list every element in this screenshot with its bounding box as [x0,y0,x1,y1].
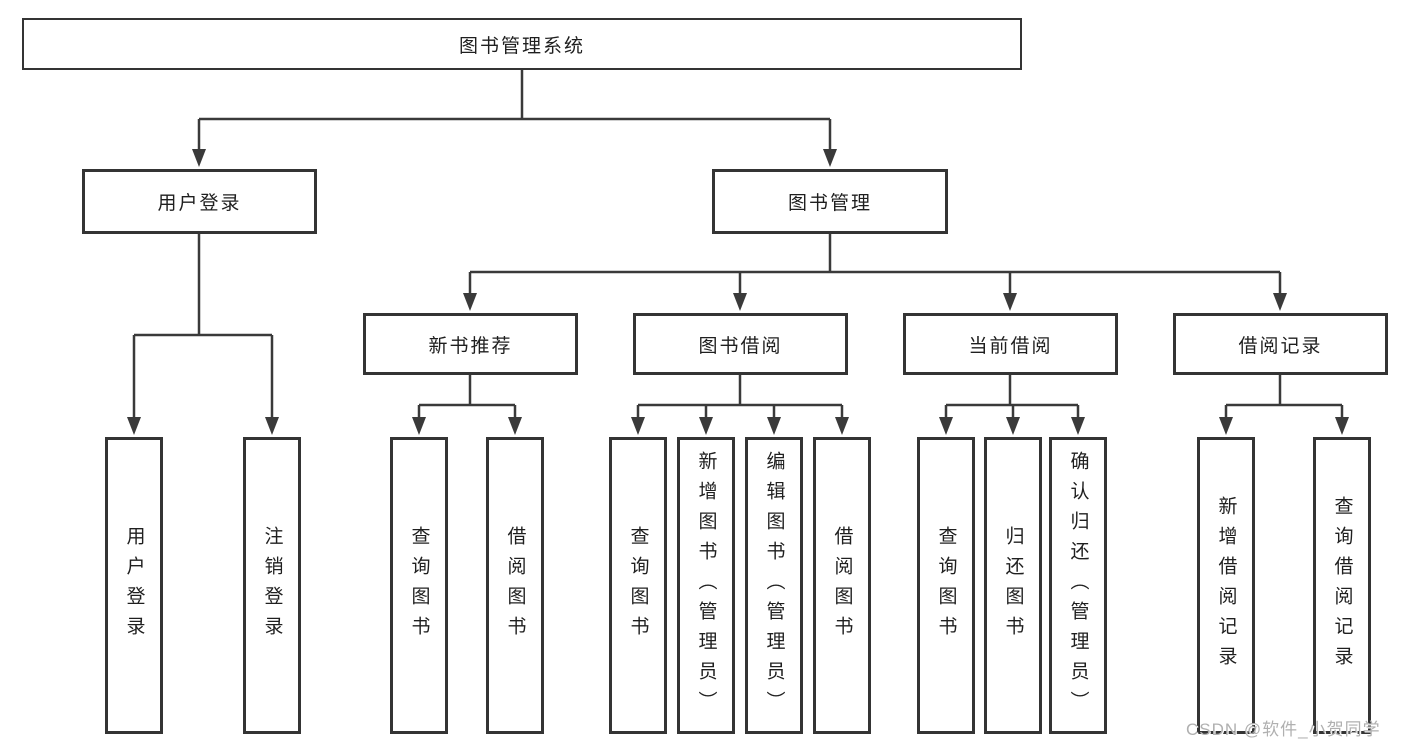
arrowhead-icon [823,149,837,167]
connector-current-borrow-split [944,375,1080,420]
node-root-label: 图书管理系统 [458,35,585,57]
arrowhead-icon [1071,417,1085,435]
leaf-query-books-label: 查询图书 [935,525,957,646]
connector-new-book-rec-split [417,375,517,420]
leaf-borrow-books-label: 借阅图书 [504,525,526,646]
node-borrow-records: 借阅记录 [1173,313,1388,375]
arrowhead-icon [767,417,781,435]
connector-book-borrow-split [636,375,844,420]
leaf-edit-books-admin-label: 编辑图书（管理员） [763,450,785,721]
node-current-borrow-label: 当前借阅 [968,335,1053,357]
leaf-confirm-return-admin: 确认归还（管理员） [1049,437,1107,734]
leaf-user-login-label: 用户登录 [123,525,145,646]
node-new-book-rec: 新书推荐 [363,313,578,375]
connector-book-mgmt-split [468,234,1282,296]
csdn-watermark: CSDN @软件_小贺同学 [1186,720,1381,739]
leaf-add-books-admin-label: 新增图书（管理员） [695,450,717,721]
leaf-borrow-books-under-rec: 借阅图书 [486,437,544,734]
arrowhead-icon [192,149,206,167]
node-root-system: 图书管理系统 [22,18,1022,70]
leaf-query-borrow-record: 查询借阅记录 [1313,437,1371,734]
arrowhead-icon [1003,293,1017,311]
connector-root-split [197,70,832,151]
leaf-confirm-return-admin-label: 确认归还（管理员） [1067,450,1089,721]
leaf-add-borrow-record: 新增借阅记录 [1197,437,1255,734]
leaf-return-books-label: 归还图书 [1002,525,1024,646]
arrowhead-icon [463,293,477,311]
node-user-login-label: 用户登录 [157,193,242,214]
arrowhead-icon [1335,417,1349,435]
node-user-login: 用户登录 [82,169,317,234]
connector-borrow-records-split [1224,375,1344,420]
leaf-borrow-books-under-borrow: 借阅图书 [813,437,871,734]
arrowhead-icon [1006,417,1020,435]
node-book-borrow-label: 图书借阅 [698,335,783,357]
leaf-query-books-label: 查询图书 [408,525,430,646]
leaf-logout-label: 注销登录 [261,525,283,646]
leaf-query-books-under-rec: 查询图书 [390,437,448,734]
leaf-add-books-admin: 新增图书（管理员） [677,437,735,734]
leaf-edit-books-admin: 编辑图书（管理员） [745,437,803,734]
arrowhead-icon [265,417,279,435]
node-new-book-rec-label: 新书推荐 [428,335,513,357]
arrowhead-icon [1273,293,1287,311]
node-book-mgmt: 图书管理 [712,169,948,234]
node-book-mgmt-label: 图书管理 [787,193,872,214]
node-current-borrow: 当前借阅 [903,313,1118,375]
arrowhead-icon [835,417,849,435]
arrowhead-icon [699,417,713,435]
leaf-query-books-under-current: 查询图书 [917,437,975,734]
leaf-user-login: 用户登录 [105,437,163,734]
arrowhead-icon [508,417,522,435]
leaf-return-books: 归还图书 [984,437,1042,734]
node-book-borrow: 图书借阅 [633,313,848,375]
connector-user-login-split [132,234,274,420]
leaf-logout: 注销登录 [243,437,301,734]
leaf-add-borrow-record-label: 新增借阅记录 [1215,495,1237,676]
leaf-query-books-under-borrow: 查询图书 [609,437,667,734]
leaf-query-books-label: 查询图书 [627,525,649,646]
arrowhead-icon [939,417,953,435]
arrowhead-icon [127,417,141,435]
node-borrow-records-label: 借阅记录 [1238,335,1323,357]
leaf-borrow-books-label: 借阅图书 [831,525,853,646]
arrowhead-icon [733,293,747,311]
arrowhead-icon [412,417,426,435]
arrowhead-icon [1219,417,1233,435]
leaf-query-borrow-record-label: 查询借阅记录 [1331,495,1353,676]
arrowhead-icon [631,417,645,435]
